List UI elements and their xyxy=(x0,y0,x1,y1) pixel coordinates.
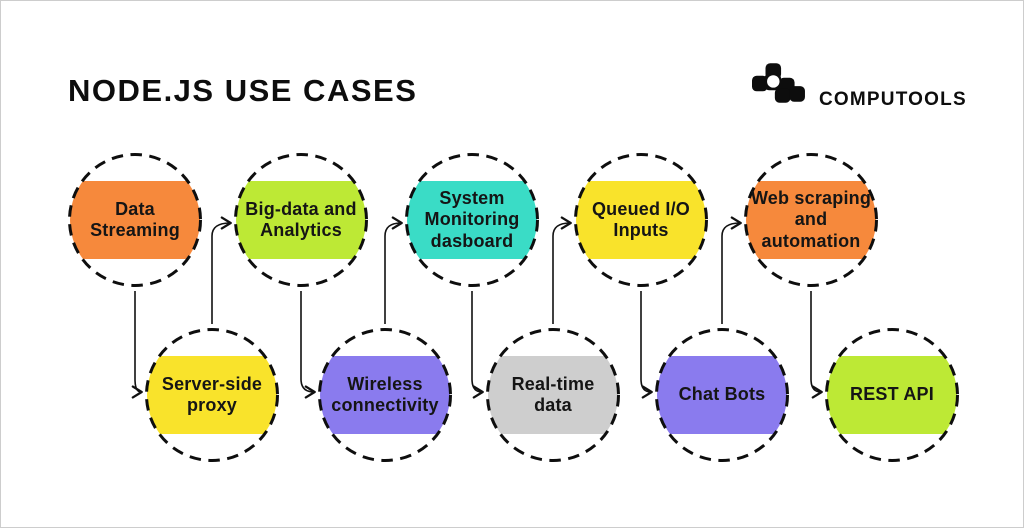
bubble-label: REST API xyxy=(850,384,934,405)
bubble-color-band xyxy=(746,181,876,259)
bubble-server-side-proxy: Server-side proxy xyxy=(145,328,279,462)
dashed-circle xyxy=(574,153,708,287)
bubble-wireless-connectivity: Wireless connectivity xyxy=(318,328,452,462)
flow-arrow-5 xyxy=(471,291,484,399)
bubble-system-monitoring-dasboard: System Monitoring dasboard xyxy=(405,153,539,287)
bubble-color-band xyxy=(320,356,450,434)
bubble-chat-bots: Chat Bots xyxy=(655,328,789,462)
bubble-rest-api: REST API xyxy=(825,328,959,462)
bubble-web-scraping-and-automation: Web scraping and automation xyxy=(744,153,878,287)
bubble-color-band xyxy=(576,181,706,259)
logo-text: COMPUTOOLS xyxy=(819,89,967,110)
computools-logo-icon xyxy=(752,63,805,103)
bubble-color-band xyxy=(488,356,618,434)
dashed-circle xyxy=(145,328,279,462)
flow-arrow-3 xyxy=(300,291,316,399)
dashed-circle xyxy=(318,328,452,462)
bubble-big-data-and-analytics: Big-data and Analytics xyxy=(234,153,368,287)
flow-arrow-8 xyxy=(721,216,742,324)
bubble-label: Web scraping and automation xyxy=(750,188,872,251)
bubble-color-band xyxy=(657,356,787,434)
dashed-circle xyxy=(68,153,202,287)
bubble-label: Chat Bots xyxy=(678,384,766,405)
bubble-label: Real-time data xyxy=(511,373,595,415)
dashed-circle xyxy=(744,153,878,287)
page-title: NODE.JS USE CASES xyxy=(68,73,418,108)
bubble-color-band xyxy=(70,181,200,259)
bubble-label: Queued I/O Inputs xyxy=(591,198,690,240)
bubble-label: Data Streaming xyxy=(90,198,180,240)
bubble-color-band xyxy=(147,356,277,434)
bubble-queued-i-o-inputs: Queued I/O Inputs xyxy=(574,153,708,287)
flow-arrow-9 xyxy=(810,291,823,399)
dashed-circle xyxy=(655,328,789,462)
bubble-color-band xyxy=(236,181,366,259)
flow-arrow-1 xyxy=(131,291,143,399)
bubble-label: Wireless connectivity xyxy=(331,373,439,415)
dashed-circle xyxy=(825,328,959,462)
bubble-data-streaming: Data Streaming xyxy=(68,153,202,287)
flow-arrow-4 xyxy=(384,216,403,324)
dashed-circle xyxy=(405,153,539,287)
dashed-circle xyxy=(234,153,368,287)
bubble-label: Big-data and Analytics xyxy=(245,198,357,240)
bubble-label: System Monitoring dasboard xyxy=(424,188,520,251)
bubble-label: Server-side proxy xyxy=(161,373,263,415)
flow-arrow-7 xyxy=(640,291,653,399)
flow-arrow-2 xyxy=(211,216,232,324)
bubble-real-time-data: Real-time data xyxy=(486,328,620,462)
dashed-circle xyxy=(486,328,620,462)
bubble-color-band xyxy=(827,356,957,434)
flow-arrow-6 xyxy=(552,216,572,324)
bubble-color-band xyxy=(407,181,537,259)
computools-logo: COMPUTOOLS xyxy=(752,63,967,109)
